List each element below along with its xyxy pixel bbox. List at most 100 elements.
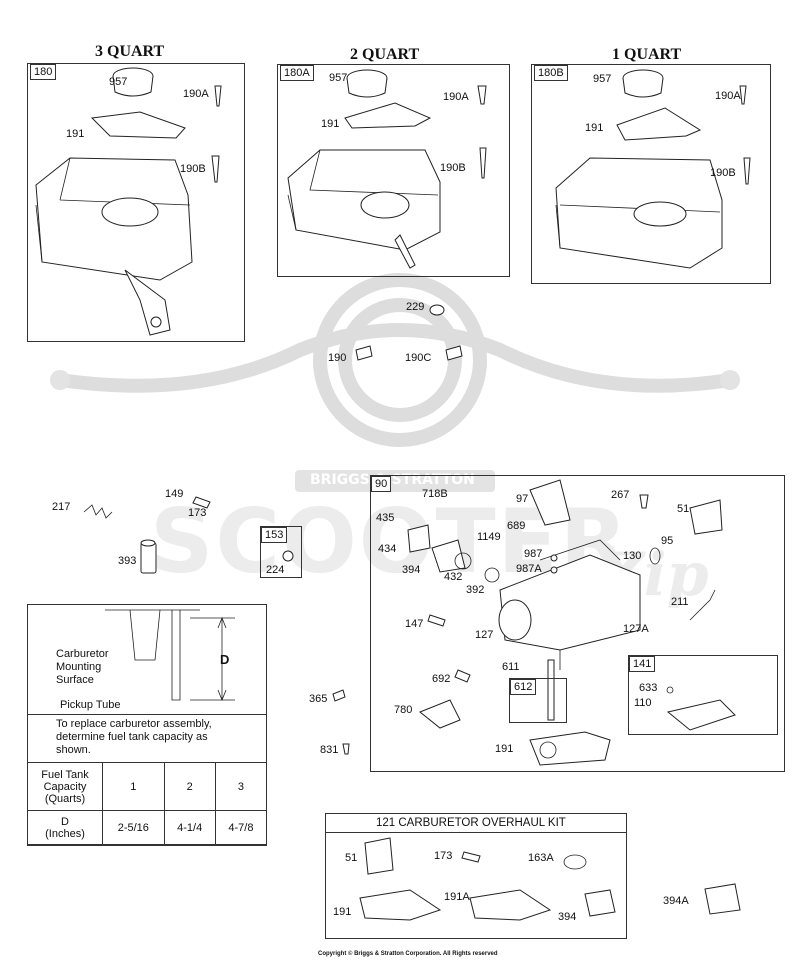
label-432: 432 [444, 571, 463, 583]
tank-3-quart-box [27, 63, 245, 342]
label-1149: 1149 [477, 531, 501, 543]
carburetor-drawing [407, 479, 736, 766]
label-147: 147 [405, 618, 424, 630]
pickup-tube-diagram [105, 609, 235, 702]
label-d: D [220, 652, 230, 667]
tag-612: 612 [510, 679, 537, 695]
label-957: 957 [329, 72, 348, 84]
label-191: 191 [495, 743, 514, 755]
label-393: 393 [118, 555, 137, 567]
label-435: 435 [376, 512, 395, 524]
title-2-quart: 2 QUART [350, 46, 420, 63]
label-163a: 163A [528, 852, 554, 864]
tank-1-quart-drawing [555, 69, 751, 269]
label-carb-mount-2: Mounting [56, 661, 102, 673]
label-190a: 190A [443, 91, 469, 103]
tank-3-quart-drawing [35, 67, 222, 336]
tag-180b: 180B [534, 65, 568, 81]
label-149: 149 [165, 488, 184, 500]
label-190b: 190B [180, 163, 206, 175]
watermark-sub: BRIGGS & STRATTON [310, 472, 475, 488]
label-211: 211 [671, 596, 689, 608]
label-191: 191 [321, 118, 340, 130]
tag-180: 180 [30, 64, 57, 80]
spec-panel [27, 604, 267, 846]
label-394: 394 [558, 911, 577, 923]
cap-header-1: Fuel Tank [41, 768, 89, 781]
note-line-2: determine fuel tank capacity as [56, 731, 208, 743]
label-190b: 190B [440, 162, 466, 174]
label-127a: 127A [623, 623, 649, 635]
copyright-notice: Copyright © Briggs & Stratton Corporatio… [318, 951, 498, 957]
overhaul-kit-box [325, 813, 627, 939]
table-row: Fuel Tank Capacity (Quarts) 1 2 3 [27, 762, 268, 811]
label-365: 365 [309, 693, 328, 705]
label-130: 130 [623, 550, 642, 562]
table-cell: 4-7/8 [214, 810, 268, 845]
label-173: 173 [434, 850, 453, 862]
tag-90: 90 [371, 476, 392, 492]
label-394a: 394A [663, 895, 689, 907]
table-row: D (Inches) 2-5/16 4-1/4 4-7/8 [27, 810, 268, 845]
label-191: 191 [585, 122, 604, 134]
d-header-1: D [61, 815, 69, 828]
table-cell: 4-1/4 [163, 810, 216, 845]
label-190a: 190A [715, 90, 741, 102]
label-633: 633 [639, 682, 658, 694]
table-cell: 1 [102, 762, 165, 811]
tank-2-quart-drawing [287, 69, 487, 269]
tag-153: 153 [261, 527, 288, 543]
title-1-quart: 1 QUART [612, 46, 682, 63]
tag-180a: 180A [280, 65, 314, 81]
label-51: 51 [677, 503, 690, 515]
table-cell: D (Inches) [27, 810, 103, 845]
kit-drawing [359, 837, 741, 921]
label-689: 689 [507, 520, 526, 532]
label-191: 191 [333, 906, 352, 918]
label-987a: 987A [516, 563, 542, 575]
d-header-2: (Inches) [45, 827, 85, 840]
cap-header-2: Capacity [43, 780, 87, 793]
label-pickup-tube: Pickup Tube [60, 699, 121, 711]
table-cell: 2-5/16 [102, 810, 165, 845]
label-780: 780 [394, 704, 413, 716]
tank-1-quart-box [531, 64, 771, 284]
label-224: 224 [266, 564, 285, 576]
label-692: 692 [432, 673, 451, 685]
label-217: 217 [52, 501, 71, 513]
kit-divider [325, 832, 627, 833]
tank-2-quart-box [277, 64, 510, 277]
box-612 [509, 678, 567, 723]
label-carb-mount-3: Surface [56, 674, 94, 686]
label-229: 229 [406, 301, 425, 313]
title-3-quart: 3 QUART [95, 43, 165, 60]
label-191a: 191A [444, 891, 470, 903]
label-831: 831 [320, 744, 339, 756]
label-95: 95 [661, 535, 674, 547]
capacity-table: Fuel Tank Capacity (Quarts) 1 2 3 D (Inc… [27, 762, 268, 845]
label-190b: 190B [710, 167, 736, 179]
label-190a: 190A [183, 88, 209, 100]
label-190c: 190C [405, 352, 432, 364]
label-191: 191 [66, 128, 85, 140]
label-987: 987 [524, 548, 543, 560]
cap-header-3: (Quarts) [44, 792, 86, 805]
label-51: 51 [345, 852, 358, 864]
box-153 [260, 526, 302, 578]
label-190: 190 [328, 352, 347, 364]
carburetor-box [370, 475, 785, 772]
label-394: 394 [402, 564, 421, 576]
label-611: 611 [502, 661, 520, 673]
label-434: 434 [378, 543, 397, 555]
label-carb-mount-1: Carburetor [56, 648, 109, 660]
box-141 [628, 655, 778, 735]
table-cell: 2 [163, 762, 216, 811]
label-957: 957 [593, 73, 612, 85]
table-cell: Fuel Tank Capacity (Quarts) [27, 762, 103, 811]
label-173: 173 [188, 507, 207, 519]
label-718b: 718B [422, 488, 448, 500]
label-110: 110 [634, 697, 652, 709]
kit-title: 121 CARBURETOR OVERHAUL KIT [376, 817, 566, 829]
